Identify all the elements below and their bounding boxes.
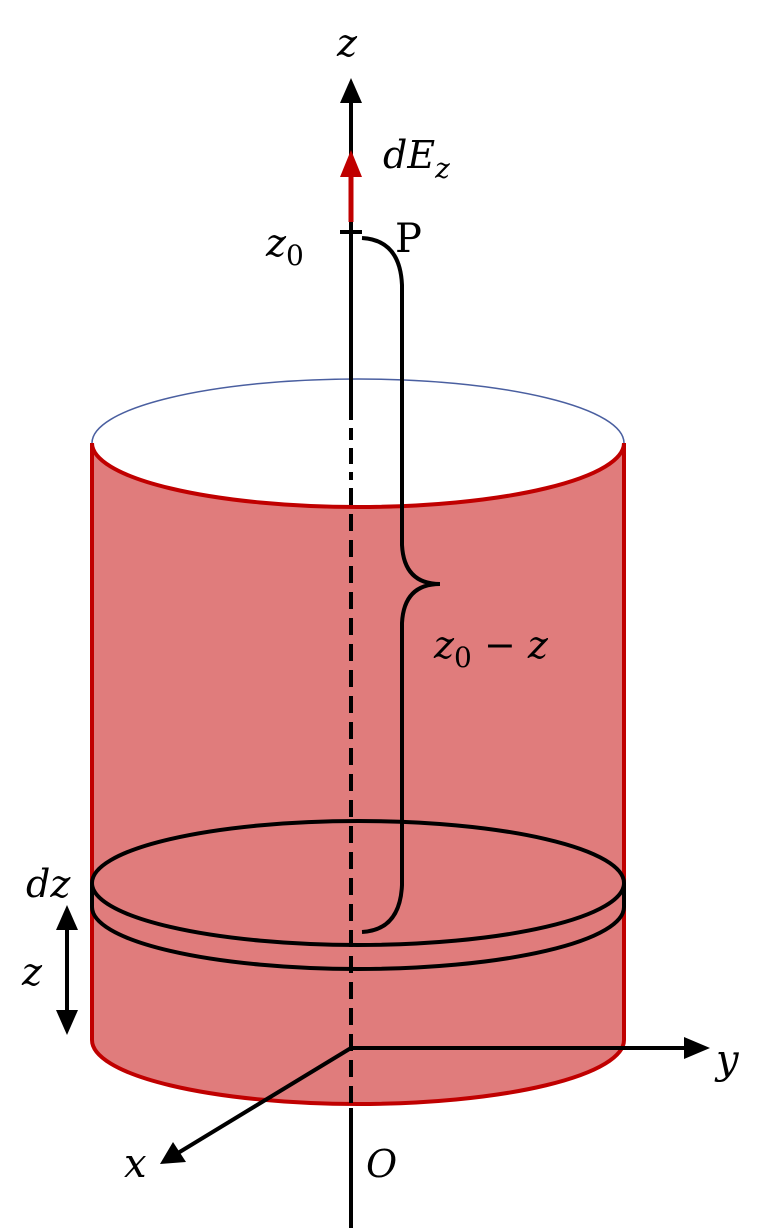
field-label-main: dE (383, 133, 435, 177)
z0-label-sub: 0 (286, 239, 304, 272)
cylinder-bottom-edge (90, 1039, 626, 1106)
x-axis-label: x (124, 1141, 147, 1187)
distance-label: z0 − z (433, 623, 549, 674)
z0-label: z0 (265, 221, 304, 272)
cylinder-body (92, 443, 624, 1104)
height-arrowhead-bottom (56, 1010, 78, 1035)
origin-label: O (366, 1142, 397, 1186)
distance-label-sub: 0 (454, 641, 472, 674)
point-label: P (395, 216, 422, 262)
y-axis-label: y (714, 1037, 740, 1083)
field-label: dEz (383, 133, 450, 185)
z-axis-label: z (336, 21, 358, 65)
dz-label: dz (26, 862, 71, 906)
y-axis-arrowhead (684, 1037, 710, 1059)
cylinder-top-rim (90, 442, 626, 509)
field-arrowhead (340, 150, 362, 177)
z-axis-arrowhead (340, 78, 362, 103)
height-label: z (21, 950, 43, 994)
x-axis-line (176, 1046, 353, 1155)
field-label-sub: z (434, 152, 450, 185)
distance-label-z: z (433, 623, 455, 667)
height-arrowhead-top (56, 905, 78, 930)
distance-label-rest: − z (472, 623, 549, 667)
z0-label-main: z (265, 221, 287, 265)
distance-brace (361, 236, 441, 934)
ring-lower-front (90, 883, 626, 971)
x-axis-arrowhead (160, 1142, 186, 1164)
